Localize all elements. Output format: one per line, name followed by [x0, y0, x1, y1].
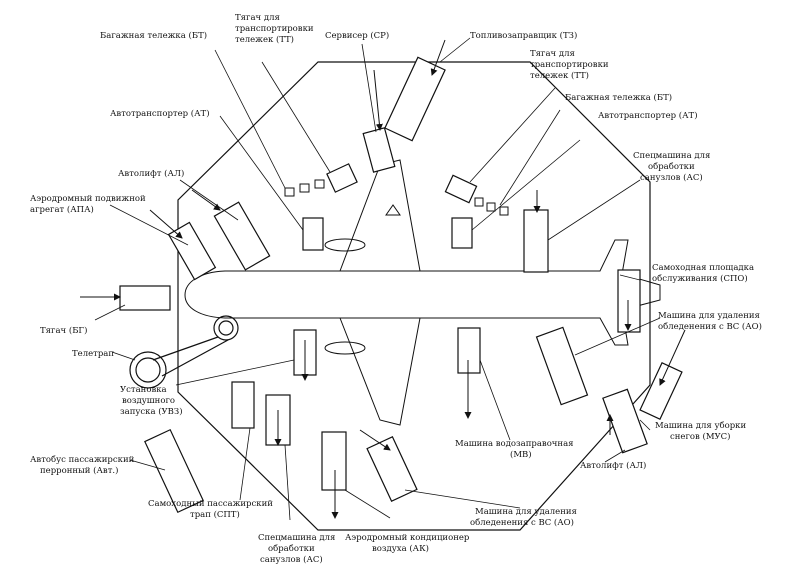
label-at-left: Автотранспортер (АТ) — [110, 108, 210, 119]
label-uvz-1: Установка — [120, 385, 167, 395]
label-al-left: Автолифт (АЛ) — [118, 168, 184, 179]
label-ak-2: воздуха (АК) — [372, 543, 429, 554]
label-apa-2: агрегат (АПА) — [30, 204, 94, 215]
service-arrows — [80, 39, 686, 519]
aircraft-outline — [184, 159, 661, 426]
vehicle-mv — [457, 327, 481, 374]
label-tt-top-1: Тягач для — [235, 13, 280, 23]
label-as-bottom-2: обработки — [268, 543, 315, 554]
vehicle-spt — [231, 381, 255, 429]
vehicle-ak — [321, 431, 347, 491]
vehicle-as-right — [523, 209, 549, 273]
label-tt-top-3: тележек (ТТ) — [235, 34, 294, 45]
vehicle-spo — [617, 269, 641, 333]
vehicle-tz — [384, 56, 446, 142]
label-ao-right-1: Машина для удаления — [658, 311, 760, 321]
label-at-right: Автотранспортер (АТ) — [598, 110, 698, 121]
vehicle-mus — [639, 361, 683, 421]
vehicles — [119, 56, 683, 514]
leader-lines — [94, 37, 661, 521]
label-mv-1: Машина водозаправочная — [455, 439, 574, 449]
vehicle-ao-right — [535, 326, 589, 406]
baggage-cart-chains — [284, 179, 509, 216]
vehicle-tt-top — [326, 163, 358, 193]
vehicle-bg — [119, 285, 171, 311]
vehicle-sr — [362, 127, 396, 173]
apron-boundary — [177, 61, 651, 531]
marker-triangle-icon — [385, 204, 401, 216]
label-mus-2: снегов (МУС) — [670, 431, 731, 442]
vehicle-tt-right — [444, 174, 478, 204]
label-tz: Топливозаправщик (ТЗ) — [470, 30, 577, 41]
vehicle-al-left — [213, 201, 271, 271]
label-tt-top-2: транспортировки — [235, 24, 314, 34]
label-spo-1: Самоходная площадка — [652, 263, 754, 273]
label-mus-1: Машина для уборки — [655, 420, 746, 431]
label-bg: Тягач (БГ) — [40, 325, 87, 336]
label-sr: Сервисер (СР) — [325, 30, 389, 41]
labels: Багажная тележка (БТ) Тягач для транспор… — [30, 13, 762, 565]
label-spo-2: обслуживания (СПО) — [652, 273, 748, 284]
label-ak-1: Аэродромный кондиционер — [345, 533, 470, 543]
label-as-bottom-1: Спецмашина для — [258, 533, 335, 543]
vehicle-al-right — [602, 388, 648, 454]
label-apa-1: Аэродромный подвижной — [30, 194, 146, 204]
telescopic-bridge — [129, 315, 239, 389]
vehicle-apa — [167, 221, 217, 281]
label-uvz-2: воздушного — [122, 396, 175, 406]
label-teletrap: Телетрап — [72, 349, 114, 359]
label-tt-right-1: Тягач для — [530, 49, 575, 59]
label-avt-2: перронный (Авт.) — [40, 465, 118, 476]
label-spt-1: Самоходный пассажирский — [148, 499, 273, 509]
label-uvz-3: запуска (УВЗ) — [120, 406, 183, 417]
label-ao-right-2: обледенения с ВС (АО) — [658, 321, 762, 332]
label-tt-right-2: транспортировки — [530, 60, 609, 70]
vehicle-ao-bottom — [366, 436, 418, 502]
label-avt-1: Автобус пассажирский — [30, 454, 135, 465]
vehicle-at-right — [451, 217, 473, 249]
label-ao-bottom-2: обледенения с ВС (АО) — [470, 517, 574, 528]
label-spt-2: трап (СПТ) — [190, 509, 240, 520]
label-as-bottom-3: санузлов (АС) — [260, 554, 323, 565]
vehicle-avt — [144, 428, 204, 514]
label-ao-bottom-1: Машина для удаления — [475, 507, 577, 517]
label-as-right-3: санузлов (АС) — [640, 172, 703, 183]
label-al-right: Автолифт (АЛ) — [580, 460, 646, 471]
vehicle-at-left — [302, 217, 324, 251]
label-bt-right: Багажная тележка (БТ) — [565, 92, 672, 103]
label-mv-2: (МВ) — [510, 449, 532, 460]
label-as-right-1: Спецмашина для — [633, 151, 710, 161]
label-as-right-2: обработки — [648, 161, 695, 172]
label-tt-right-3: тележек (ТТ) — [530, 70, 589, 81]
label-bt-top: Багажная тележка (БТ) — [100, 30, 207, 41]
